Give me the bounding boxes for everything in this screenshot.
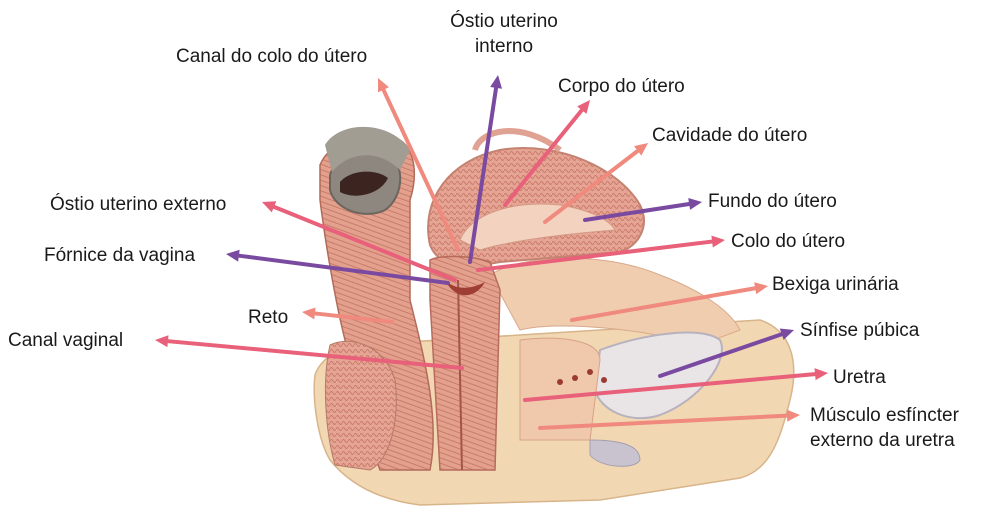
sinfise-arrow [660,329,794,376]
label-corpo: Corpo do útero [558,75,685,98]
uretra-arrow [525,368,828,400]
ostio-interno-arrow [470,75,502,262]
canal-colo-arrow [378,78,458,250]
colo-arrow [478,236,725,270]
label-ostio-interno-line2: interno [444,35,564,58]
label-fornice: Fórnice da vagina [44,244,195,267]
reto-arrow [302,307,392,322]
label-sinfise: Sínfise púbica [800,319,919,342]
label-reto: Reto [248,306,288,329]
label-bexiga: Bexiga urinária [772,273,899,296]
label-musculo-line1: Músculo esfíncter [810,404,959,427]
label-uretra: Uretra [833,366,886,389]
label-canal-colo: Canal do colo do útero [176,45,367,68]
label-canal-vaginal: Canal vaginal [8,329,123,352]
canal-vaginal-arrow [155,335,462,368]
label-ostio-interno-line1: Óstio uterino [444,10,564,33]
musculo-arrow [540,410,800,428]
corpo-arrow [505,100,590,205]
bexiga-arrow [572,282,768,320]
cavidade-arrow [545,143,648,222]
label-cavidade: Cavidade do útero [652,124,807,147]
label-ostio-externo: Óstio uterino externo [50,193,226,216]
label-colo: Colo do útero [731,230,845,253]
ostio-externo-arrow [262,201,455,280]
fundo-arrow [585,198,702,220]
label-musculo-line2: externo da uretra [810,429,955,452]
label-fundo: Fundo do útero [708,190,837,213]
fornice-arrow [226,250,448,283]
